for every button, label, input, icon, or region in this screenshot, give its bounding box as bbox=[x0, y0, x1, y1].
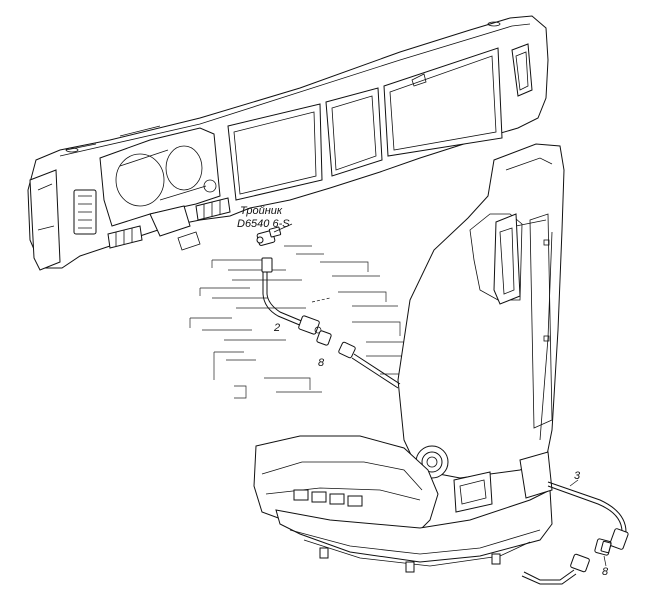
item-2-label: 2 bbox=[274, 322, 281, 334]
tee-name-label: Тройник bbox=[240, 205, 283, 217]
item-8-top-label: 8 bbox=[318, 357, 325, 369]
item-3-label: 3 bbox=[574, 470, 581, 482]
driver-seat bbox=[253, 143, 565, 573]
air-hose-lower bbox=[521, 479, 629, 585]
tee-code-label: D6540 6-S bbox=[237, 218, 290, 230]
air-hose-upper bbox=[256, 223, 401, 389]
dashboard-panel bbox=[27, 15, 549, 271]
item-8-bottom-label: 8 bbox=[602, 566, 609, 578]
